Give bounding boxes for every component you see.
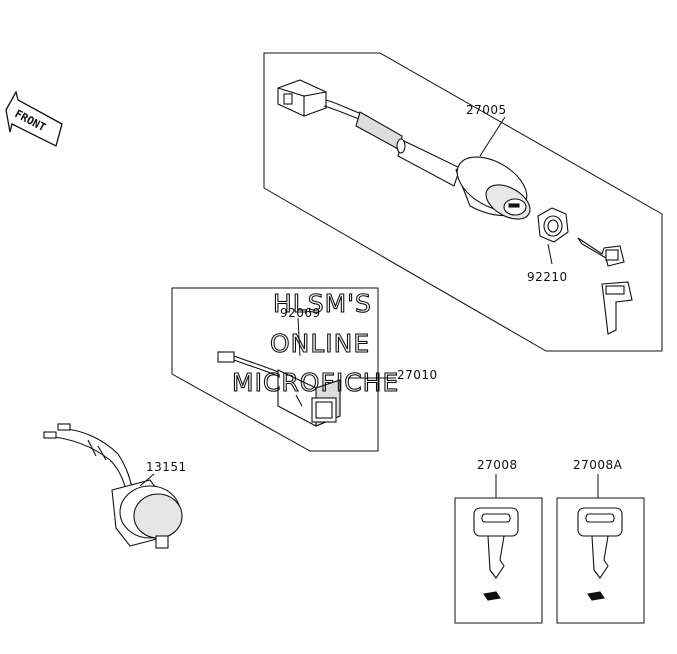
part-number-13151: 13151 — [146, 460, 187, 474]
key-blank-27008a: 27008A — [556, 458, 645, 624]
part-number-27010: 27010 — [397, 368, 438, 382]
watermark-line-1: HLSM'S — [273, 289, 372, 318]
watermark-line-2: ONLINE — [270, 329, 370, 358]
watermark-line-3: MICROFICHE — [232, 368, 399, 397]
switch-27010-illustration — [217, 351, 341, 427]
part-number-27008a: 27008A — [573, 458, 623, 472]
part-number-92210: 92210 — [527, 270, 568, 284]
ignition-switch-illustration — [277, 79, 633, 335]
key-blank-27008: 27008 — [454, 458, 543, 624]
watermark: HLSM'S ONLINE MICROFICHE — [231, 288, 399, 397]
part-13151-illustration — [43, 423, 183, 549]
part-number-27005: 27005 — [466, 103, 507, 117]
part-number-27008: 27008 — [477, 458, 518, 472]
group-box-27010 — [171, 287, 379, 452]
key-icon — [577, 507, 623, 601]
part-number-92069: 92069 — [280, 306, 321, 320]
group-box-27005 — [263, 52, 663, 352]
key-icon — [473, 507, 519, 601]
